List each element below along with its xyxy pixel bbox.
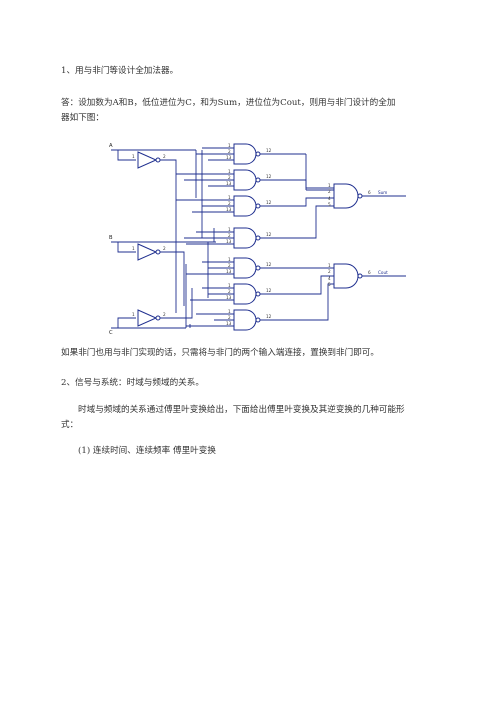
- svg-text:2: 2: [163, 246, 166, 251]
- inverter-a: 1 2: [132, 151, 177, 313]
- nand-gate-cout: 12 45 6 Cout: [328, 263, 406, 289]
- q2-item1: (1) 连续时间、连续频率 傅里叶变换: [78, 446, 216, 456]
- svg-text:1: 1: [228, 195, 231, 200]
- inverter-b: 1 2: [132, 243, 185, 306]
- svg-text:1: 1: [228, 227, 231, 232]
- svg-text:1: 1: [328, 263, 331, 268]
- svg-text:5: 5: [328, 282, 331, 287]
- svg-text:13: 13: [226, 269, 232, 274]
- svg-text:12: 12: [266, 288, 272, 293]
- svg-text:2: 2: [228, 289, 231, 294]
- svg-text:1: 1: [132, 154, 135, 159]
- svg-text:2: 2: [228, 175, 231, 180]
- nand-gate-sum: 12 45 6 Sum: [305, 154, 406, 209]
- svg-text:1: 1: [228, 143, 231, 148]
- svg-text:1: 1: [228, 283, 231, 288]
- svg-text:12: 12: [266, 148, 272, 153]
- svg-text:4: 4: [328, 276, 331, 281]
- q1-heading: 1、用与非门等设计全加法器。: [61, 66, 179, 76]
- svg-text:13: 13: [226, 295, 232, 300]
- inverter-c: 1 2: [132, 288, 193, 327]
- q2-paragraph-line1: 时域与频域的关系通过傅里叶变换给出，下面给出傅里叶变换及其逆变换的几种可能形: [78, 405, 405, 415]
- svg-text:1: 1: [228, 309, 231, 314]
- svg-text:2: 2: [228, 149, 231, 154]
- bus-wires: [185, 150, 215, 328]
- svg-text:13: 13: [226, 239, 232, 244]
- svg-text:2: 2: [228, 263, 231, 268]
- svg-text:2: 2: [228, 233, 231, 238]
- svg-text:4: 4: [328, 196, 331, 201]
- svg-text:13: 13: [226, 155, 232, 160]
- q1-answer-line2: 器如下图：: [61, 113, 104, 123]
- svg-text:1: 1: [328, 183, 331, 188]
- svg-text:1: 1: [228, 169, 231, 174]
- svg-text:12: 12: [266, 174, 272, 179]
- svg-text:2: 2: [228, 315, 231, 320]
- q1-note: 如果非门也用与非门实现的话，只需将与非门的两个输入端连接，置换到非门即可。: [61, 348, 379, 358]
- svg-text:13: 13: [226, 181, 232, 186]
- svg-text:2: 2: [328, 189, 331, 194]
- svg-text:2: 2: [163, 154, 166, 159]
- input-b-label: B: [109, 235, 113, 241]
- svg-text:1: 1: [132, 246, 135, 251]
- input-a-label: A: [109, 143, 113, 149]
- svg-text:6: 6: [368, 270, 371, 275]
- input-wires: [111, 149, 216, 329]
- cout-label: Cout: [378, 270, 388, 275]
- svg-text:12: 12: [266, 314, 272, 319]
- svg-text:12: 12: [266, 200, 272, 205]
- svg-text:2: 2: [228, 201, 231, 206]
- q2-paragraph-line2: 式：: [61, 420, 79, 430]
- svg-text:1: 1: [132, 312, 135, 317]
- q2-heading: 2、信号与系统：时域与频域的关系。: [61, 378, 204, 388]
- input-c-label: C: [109, 330, 113, 336]
- svg-text:13: 13: [226, 207, 232, 212]
- svg-text:2: 2: [163, 312, 166, 317]
- sum-label: Sum: [378, 190, 387, 195]
- svg-text:12: 12: [266, 232, 272, 237]
- svg-text:13: 13: [226, 321, 232, 326]
- svg-text:2: 2: [328, 269, 331, 274]
- svg-text:1: 1: [228, 257, 231, 262]
- svg-text:6: 6: [368, 190, 371, 195]
- q1-answer-line1: 答：设加数为A和B，低位进位为C，和为Sum，进位位为Cout，则用与非门设计的…: [61, 98, 396, 108]
- svg-text:5: 5: [328, 202, 331, 207]
- svg-text:12: 12: [266, 262, 272, 267]
